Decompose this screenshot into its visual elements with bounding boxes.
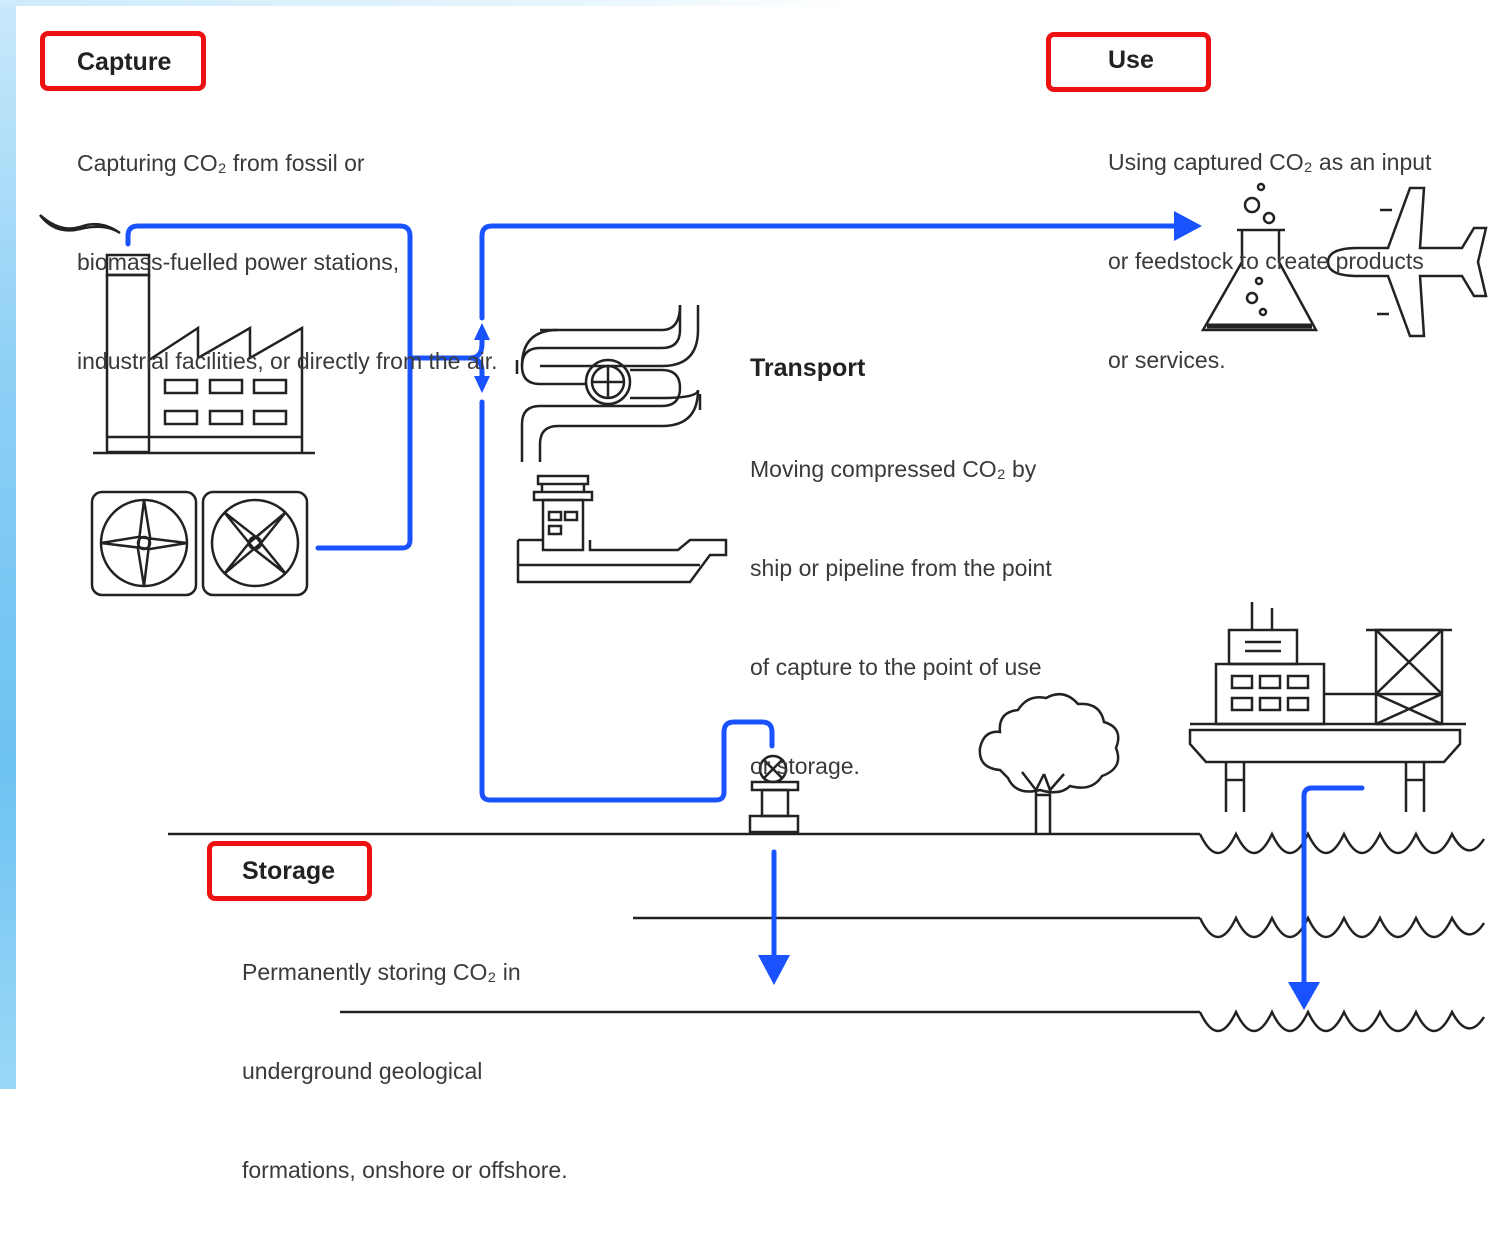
storage-description: Permanently storing CO₂ in underground g…	[242, 890, 568, 1253]
capture-line-3: industrial facilities, or directly from …	[77, 348, 498, 374]
use-highlight-box	[1046, 32, 1211, 92]
flow-arrowheads	[474, 211, 1320, 1010]
storage-highlight-box	[207, 841, 372, 901]
airplane-icon	[1326, 186, 1488, 338]
transport-line-2: ship or pipeline from the point	[750, 555, 1052, 581]
pipeline-icon	[515, 304, 702, 462]
ccus-diagram: Capture Capturing CO₂ from fossil or bio…	[0, 0, 1488, 1183]
offshore-platform-icon	[1188, 602, 1466, 812]
transport-line-1: Moving compressed CO₂ by	[750, 456, 1037, 482]
injection-wellhead-icon	[748, 754, 800, 834]
flow-offshore-injection	[1301, 785, 1365, 993]
use-line-3: or services.	[1108, 347, 1226, 373]
capture-line-2: biomass-fuelled power stations,	[77, 249, 400, 275]
flask-icon	[1200, 182, 1319, 332]
arrow-to-use	[1174, 211, 1202, 241]
arrow-offshore-down	[1288, 982, 1320, 1010]
storage-title: Storage	[242, 857, 336, 885]
slide-background-top	[0, 0, 850, 6]
capture-title: Capture	[77, 48, 172, 76]
transport-line-3: of capture to the point of use	[750, 654, 1042, 680]
transport-description: Moving compressed CO₂ by ship or pipelin…	[750, 387, 1052, 849]
capture-highlight-box	[40, 31, 206, 91]
factory-icon	[39, 214, 315, 455]
capture-description: Capturing CO₂ from fossil or biomass-fue…	[77, 81, 498, 444]
diagram-canvas	[39, 182, 1488, 1033]
use-line-1: Using captured CO₂ as an input	[1108, 149, 1432, 175]
storage-line-1: Permanently storing CO₂ in	[242, 959, 521, 985]
transport-line-4: or storage.	[750, 753, 860, 779]
water-waves-icon	[1198, 831, 1486, 1033]
use-description: Using captured CO₂ as an input or feedst…	[1108, 80, 1431, 443]
flow-capture-stack	[125, 223, 413, 551]
capture-line-1: Capturing CO₂ from fossil or	[77, 150, 365, 176]
ground-lines	[168, 832, 1200, 1014]
use-line-2: or feedstock to create products	[1108, 248, 1424, 274]
tree-icon	[978, 692, 1120, 833]
arrow-onshore-down	[758, 955, 790, 985]
storage-line-3: formations, onshore or offshore.	[242, 1157, 568, 1183]
flow-to-use	[479, 223, 1183, 321]
transport-title: Transport	[750, 354, 866, 382]
flow-junction	[409, 333, 485, 383]
ship-icon	[516, 474, 728, 584]
arrow-up	[474, 323, 490, 340]
storage-line-2: underground geological	[242, 1058, 483, 1084]
direct-air-capture-fans-icon	[90, 490, 309, 597]
co2-flow-lines	[125, 223, 1365, 993]
flow-to-storage	[479, 399, 775, 803]
use-title: Use	[1108, 46, 1154, 74]
slide-background-edge	[0, 0, 16, 1089]
arrow-down	[474, 376, 490, 393]
